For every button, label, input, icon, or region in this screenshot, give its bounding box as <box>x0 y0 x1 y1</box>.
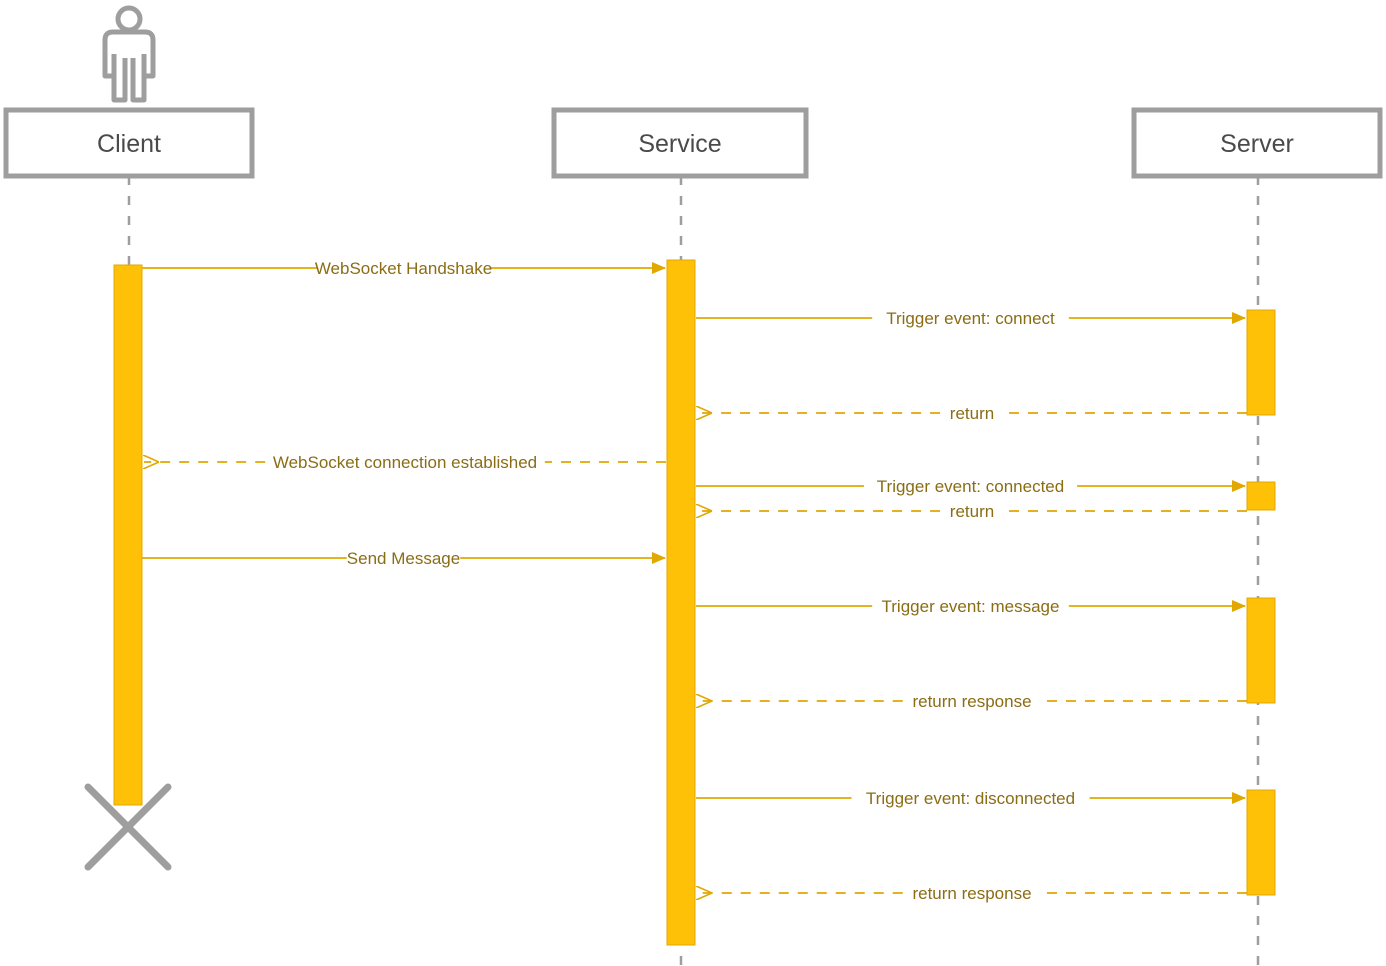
message-label-m4: WebSocket connection established <box>273 453 537 472</box>
message-m10[interactable]: Trigger event: disconnected <box>696 789 1246 808</box>
message-m3[interactable]: return <box>697 404 1247 423</box>
message-label-m3: return <box>950 404 994 423</box>
message-m6[interactable]: return <box>697 502 1247 521</box>
message-m9[interactable]: return response <box>697 692 1247 711</box>
activation-bar-client-0[interactable] <box>113 264 143 806</box>
message-m11[interactable]: return response <box>697 884 1247 903</box>
message-m2[interactable]: Trigger event: connect <box>696 309 1246 328</box>
lifeline-header-box-client[interactable] <box>3 107 255 179</box>
message-m1[interactable]: WebSocket Handshake <box>142 259 666 278</box>
actor-icon <box>102 5 156 103</box>
message-label-m8: Trigger event: message <box>882 597 1060 616</box>
message-label-m11: return response <box>912 884 1031 903</box>
lifeline-service: Service <box>551 107 809 966</box>
actor-head-icon <box>115 5 143 33</box>
lifelines-layer: Client Service Server <box>3 5 1383 966</box>
activation-bar-server-0[interactable] <box>1246 309 1276 416</box>
lifeline-client: Client <box>3 5 255 871</box>
activation-bar-server-2[interactable] <box>1246 597 1276 704</box>
message-m8[interactable]: Trigger event: message <box>696 597 1246 616</box>
message-label-m9: return response <box>912 692 1031 711</box>
message-label-m7: Send Message <box>347 549 460 568</box>
message-label-m5: Trigger event: connected <box>877 477 1064 496</box>
lifeline-title-server: Server <box>1220 130 1294 158</box>
lifeline-destroy-x-icon-client <box>84 783 172 871</box>
message-label-m1: WebSocket Handshake <box>315 259 492 278</box>
message-m7[interactable]: Send Message <box>142 549 666 568</box>
message-label-m6: return <box>950 502 994 521</box>
activation-bar-server-1[interactable] <box>1246 481 1276 511</box>
lifeline-server: Server <box>1131 107 1383 966</box>
message-label-m10: Trigger event: disconnected <box>866 789 1075 808</box>
activation-bar-server-3[interactable] <box>1246 789 1276 896</box>
actor-legs-icon <box>111 54 147 103</box>
activation-bar-service-0[interactable] <box>666 259 696 946</box>
message-m4[interactable]: WebSocket connection established <box>144 453 666 472</box>
lifeline-title-service: Service <box>638 130 721 158</box>
message-label-m2: Trigger event: connect <box>886 309 1055 328</box>
lifeline-title-client: Client <box>97 130 161 158</box>
message-m5[interactable]: Trigger event: connected <box>696 477 1246 496</box>
